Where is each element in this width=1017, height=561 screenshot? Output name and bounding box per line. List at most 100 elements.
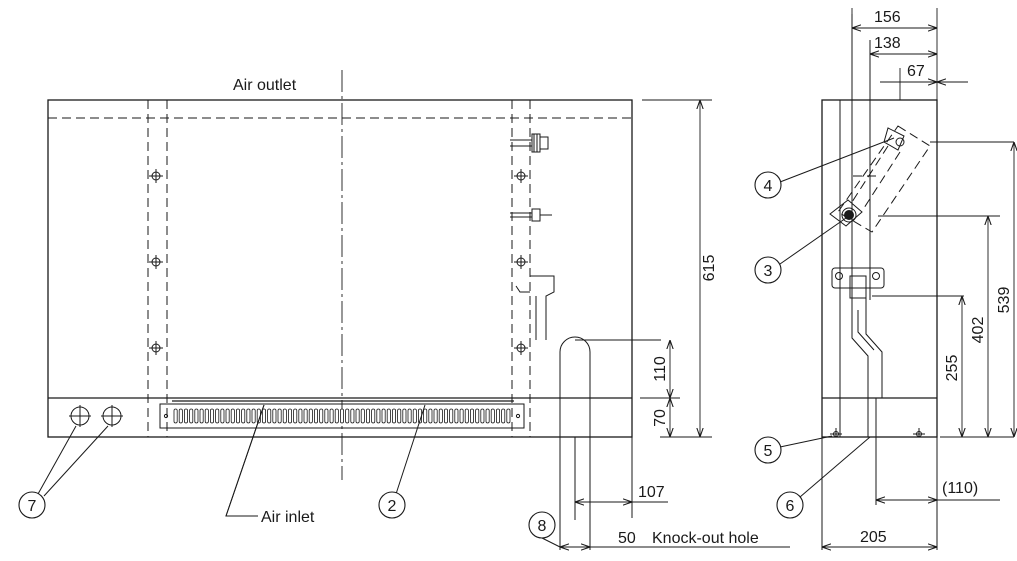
grille-slot [454,408,459,424]
grille-slot [246,408,251,424]
grille-slot [501,408,506,424]
grille-slot [428,408,433,424]
grille-slot [220,408,225,424]
grille-slot [272,408,277,424]
grille-slot [360,408,365,424]
knock-out-slot [559,336,661,550]
callout-2-circle [378,491,406,519]
grille-slot [423,408,428,424]
side-dimensions: 156 138 67 539 402 255 (110) 205 [822,8,1014,547]
grille-slot [464,408,469,424]
fitting-4 [883,127,905,151]
grille-slot [391,408,396,424]
callout-7-circle [18,491,46,519]
dim-110: 110 [652,356,669,382]
grille-slot [355,408,360,424]
grille-slot [194,408,199,424]
grille-slot [381,408,386,424]
grille-slot [319,408,324,424]
grille-slot [397,408,402,424]
grille-slot [339,408,344,424]
grille-slot [345,408,350,424]
grille-slot [183,408,188,424]
grille-slot [324,408,329,424]
grille-slot [412,408,417,424]
grille-slot [287,408,292,424]
grille-slot [241,408,246,424]
grille-slot [277,408,282,424]
grille-slot [225,408,230,424]
grille-slot [189,408,194,424]
callout-5: 5 [764,443,773,460]
grille-slot [495,408,500,424]
grille-slot [490,408,495,424]
callouts: 2 7 8 4 3 5 6 [18,137,895,548]
side-view [821,14,964,550]
drain-fitting [831,267,964,398]
grille-slot [459,408,464,424]
grille-slot [350,408,355,424]
knock-out-hole-label: Knock-out hole [652,530,759,547]
air-inlet-label: Air inlet [261,509,315,526]
front-cabinet-outline [47,99,633,438]
grille-slot [480,408,485,424]
grille-slot [475,408,480,424]
grille-slot [313,408,318,424]
grille-slot [199,408,204,424]
dim-205: 205 [860,529,887,546]
grille-slot [443,408,448,424]
callout-4-circle [754,171,782,199]
air-inlet-grille [159,400,525,429]
dim-107: 107 [638,484,665,501]
callout-7: 7 [28,498,37,515]
grille-slot [371,408,376,424]
grille-slot [438,408,443,424]
grille-slot [303,408,308,424]
grille-slot [282,408,287,424]
side-cabinet-outline [821,99,938,438]
grille-slot [376,408,381,424]
grille-slot [178,408,183,424]
front-view: Air outlet Air inlet Knock-out hole [47,70,790,550]
grille-slot [267,408,272,424]
grille-slot [173,408,178,424]
dim-402: 402 [970,317,987,344]
dim-138: 138 [874,35,901,52]
grille-slot [334,408,339,424]
grille-slot [386,408,391,424]
grille-slot [469,408,474,424]
grille-slot [235,408,240,424]
grille-slot [433,408,438,424]
air-inlet-leader-2 [225,404,265,517]
grille-slot [261,408,266,424]
dim-539: 539 [996,287,1013,314]
grille-slot [230,408,235,424]
grille-slot [402,408,407,424]
dim-255: 255 [944,355,961,382]
dim-50: 50 [618,530,636,547]
grille-slot [449,408,454,424]
grille-slot [298,408,303,424]
fitting-3 [829,199,863,227]
grille-slot [407,408,412,424]
left-mounting-holes [149,169,163,355]
front-pipe-fittings [510,133,555,340]
grille-slot [329,408,334,424]
callout-2: 2 [388,498,397,515]
anchor-holes [830,428,925,437]
grille-slot [365,408,370,424]
dim-615: 615 [701,255,718,282]
grille-slot [251,408,256,424]
callout-3-circle [754,256,782,284]
dim-110-paren: (110) [942,480,978,497]
grille-slot [293,408,298,424]
dim-67: 67 [907,63,925,80]
callout-6-circle [776,491,804,519]
callout-5-circle [754,436,782,464]
knock-out-holes [69,405,123,427]
dim-156: 156 [874,9,901,26]
right-mounting-holes [514,169,528,355]
callout-4: 4 [764,178,773,195]
air-outlet-label: Air outlet [233,77,297,94]
